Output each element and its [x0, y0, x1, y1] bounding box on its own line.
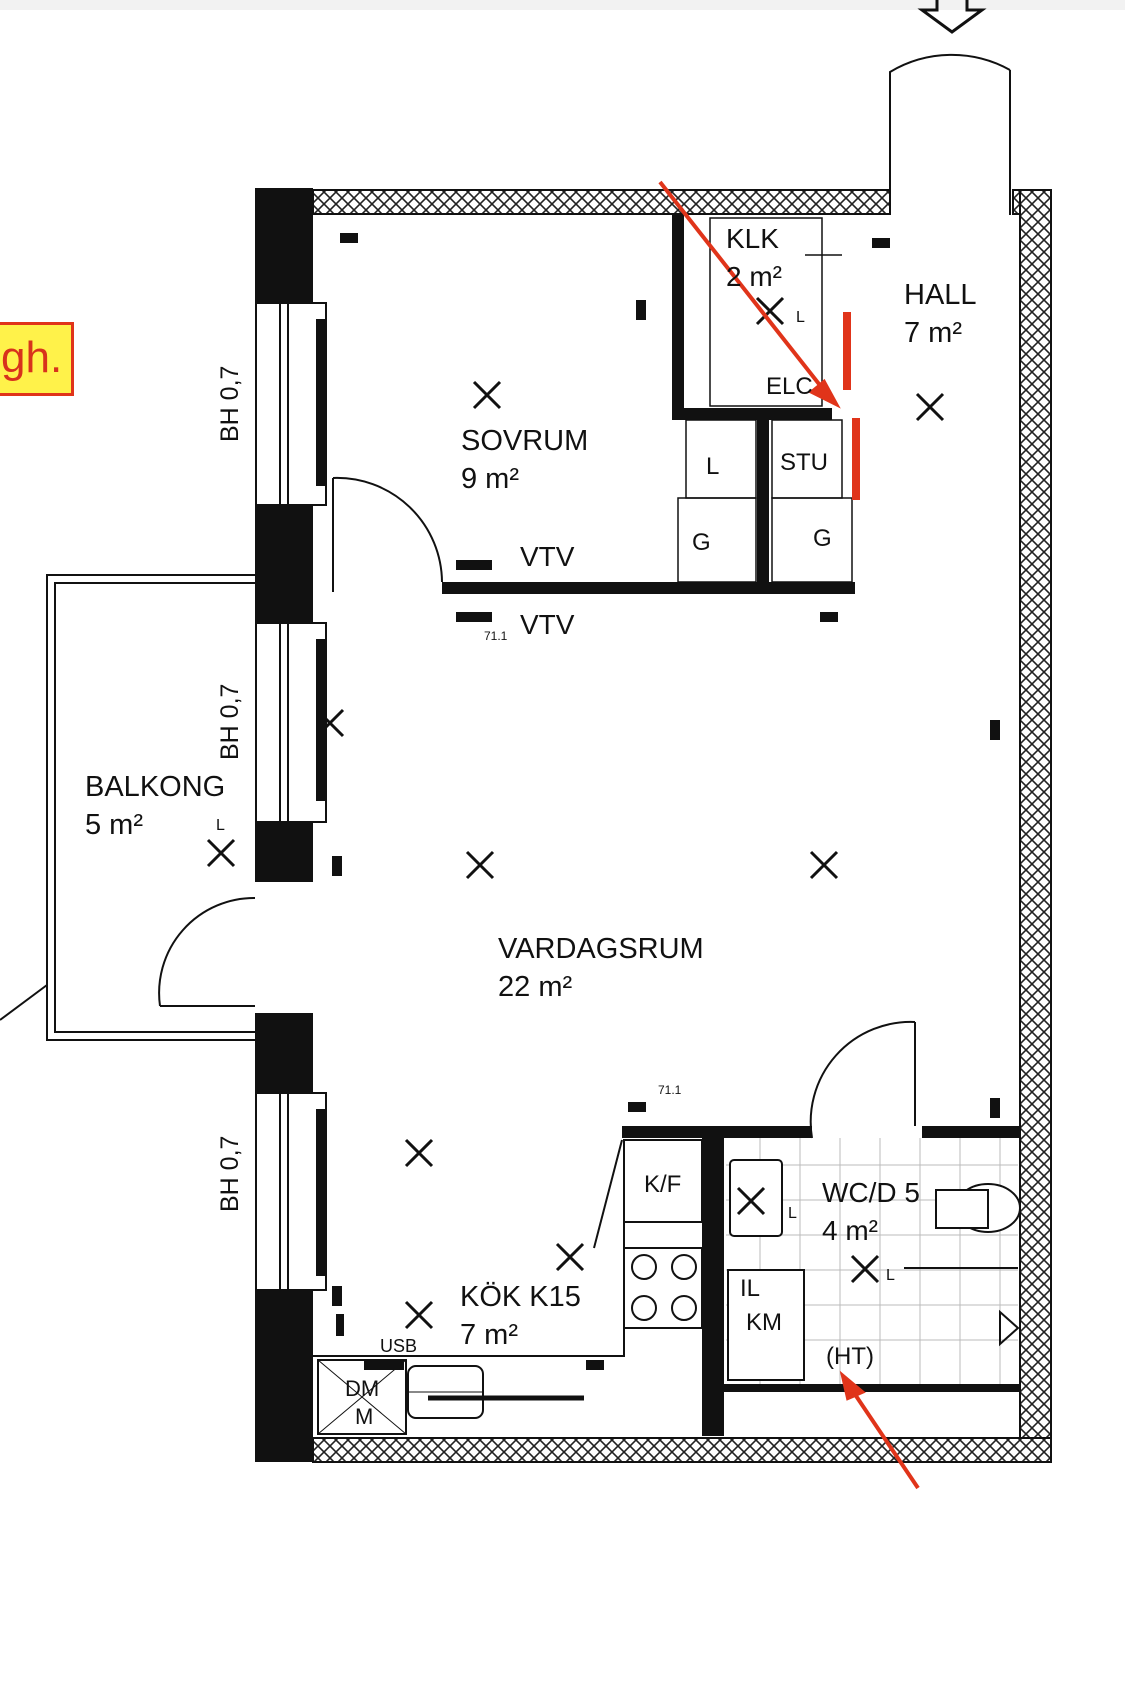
elc-label: ELC [766, 373, 813, 400]
room-name-balkong: BALKONG [85, 771, 225, 803]
entrance-arrow [917, 0, 987, 34]
ht-label: (HT) [826, 1343, 874, 1370]
wc-l-label: L [886, 1267, 895, 1284]
usb-label: USB [380, 1336, 417, 1356]
room-name-kok: KÖK K15 [460, 1281, 581, 1313]
il-label: IL [740, 1275, 760, 1302]
windows [255, 302, 327, 1291]
top-status-strip [0, 0, 1125, 10]
room-name-klk: KLK [726, 223, 779, 254]
balkong-l-label: L [216, 817, 225, 834]
window-label: BH 0,7 [216, 684, 244, 760]
room-area-vardagsrum: 22 m² [498, 971, 572, 1003]
doors [158, 53, 1011, 1249]
outlets [332, 233, 1000, 1370]
vtv-label: VTV [520, 609, 575, 640]
room-name-sovrum: SOVRUM [461, 425, 588, 457]
room-labels: KLK 2 m² HALL 7 m² SOVRUM 9 m² BALKONG 5… [85, 223, 977, 1351]
room-area-balkong: 5 m² [85, 809, 143, 841]
closet-l-label: L [706, 453, 719, 480]
room-name-wc: WC/D 5 [822, 1177, 920, 1208]
outlet-label: 71.1 [658, 1083, 682, 1097]
room-name-hall: HALL [904, 279, 977, 311]
vtv-label: VTV [520, 541, 575, 572]
room-area-hall: 7 m² [904, 317, 962, 349]
room-name-vardagsrum: VARDAGSRUM [498, 933, 704, 965]
drain-icon [999, 1309, 1020, 1347]
m-label: M [355, 1404, 373, 1429]
kitchen-counters [313, 1139, 703, 1435]
outlet-label: 71.1 [484, 629, 508, 643]
window-label: BH 0,7 [216, 1136, 244, 1212]
klk-l-label: L [796, 309, 805, 326]
ceiling-lights [206, 296, 945, 1330]
exterior-walls [312, 189, 1052, 1463]
room-area-klk: 2 m² [726, 261, 782, 292]
fixture-labels: ELC STU L G G L VTV VTV 71.1 71.1 L K/F … [216, 309, 895, 1429]
room-area-wc: 4 m² [822, 1215, 878, 1246]
window-label: BH 0,7 [216, 366, 244, 442]
stu-label: STU [780, 449, 828, 476]
red-annotations [658, 180, 920, 1490]
closets [677, 217, 853, 583]
dm-label: DM [345, 1376, 379, 1401]
wc-l-label: L [788, 1205, 797, 1222]
balcony-outline [0, 574, 255, 1041]
kf-label: K/F [644, 1171, 681, 1198]
window-labels: BH 0,7 BH 0,7 BH 0,7 [216, 366, 244, 1212]
room-area-sovrum: 9 m² [461, 463, 519, 495]
west-wall [255, 188, 313, 1462]
overlay-tag: gh. [0, 322, 74, 396]
interior-walls [442, 215, 1020, 1436]
closet-g-label: G [692, 529, 711, 556]
km-label: KM [746, 1309, 782, 1336]
closet-g-label: G [813, 525, 832, 552]
room-area-kok: 7 m² [460, 1319, 518, 1351]
